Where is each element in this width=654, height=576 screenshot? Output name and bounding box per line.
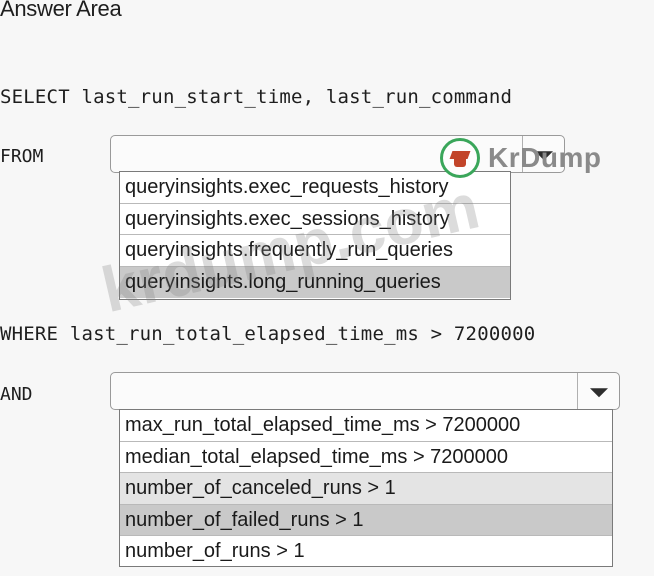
and-option[interactable]: number_of_runs > 1 <box>125 540 305 562</box>
where-clause: WHERE last_run_total_elapsed_time_ms > 7… <box>0 323 536 345</box>
from-option[interactable]: queryinsights.frequently_run_queries <box>120 235 510 267</box>
from-option[interactable]: queryinsights.exec_requests_history <box>120 172 510 204</box>
from-options-list: queryinsights.exec_requests_history quer… <box>119 171 511 300</box>
graduation-cap-icon <box>440 138 480 178</box>
and-keyword: AND <box>0 384 33 405</box>
brand-name: KrDump <box>488 142 602 173</box>
and-dropdown[interactable] <box>110 372 620 410</box>
from-option-selected[interactable]: queryinsights.long_running_queries <box>120 266 510 298</box>
from-keyword: FROM <box>0 146 44 167</box>
brand-logo: KrDump <box>440 136 601 180</box>
chevron-down-icon[interactable] <box>522 136 564 172</box>
select-clause: SELECT last_run_start_time, last_run_com… <box>0 86 513 108</box>
and-option[interactable]: number_of_canceled_runs > 1 <box>120 473 612 505</box>
from-option[interactable]: queryinsights.exec_sessions_history <box>120 204 510 235</box>
and-options-list: max_run_total_elapsed_time_ms > 7200000 … <box>119 409 613 567</box>
and-option[interactable]: max_run_total_elapsed_time_ms > 7200000 <box>120 410 612 442</box>
from-dropdown[interactable] <box>110 135 565 173</box>
and-option-selected[interactable]: number_of_failed_runs > 1 <box>120 504 612 536</box>
and-option[interactable]: median_total_elapsed_time_ms > 7200000 <box>120 442 612 473</box>
answer-area-title: Answer Area <box>0 0 122 21</box>
chevron-down-icon[interactable] <box>577 373 619 409</box>
